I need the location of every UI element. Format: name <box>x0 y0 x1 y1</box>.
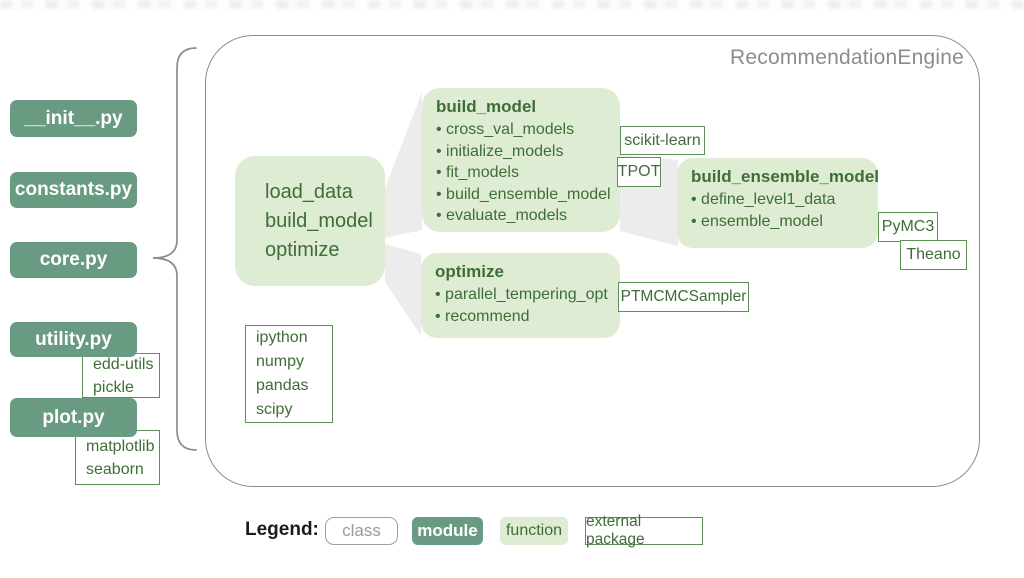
bullet-item: define_level1_data <box>691 189 878 211</box>
method-build-model: build_model <box>265 210 373 232</box>
module-utility-py: utility.py <box>10 322 137 357</box>
method-optimize: optimize <box>265 239 340 261</box>
bullet-item: build_ensemble_model <box>436 184 620 206</box>
package-group-plot: matplotlib seaborn <box>75 430 160 485</box>
beam-methods-to-optimize <box>385 244 421 336</box>
bullet-item: parallel_tempering_opt <box>435 284 620 306</box>
bullet-item: evaluate_models <box>436 205 620 227</box>
function-build-model: build_model cross_val_models initialize_… <box>422 88 620 232</box>
legend-function-swatch: function <box>500 517 568 545</box>
package-edd-utils: edd-utils <box>93 355 154 373</box>
class-methods-box: load_data build_model optimize <box>235 156 385 286</box>
method-load-data: load_data <box>265 181 353 203</box>
function-title: optimize <box>435 262 504 281</box>
function-bullet-list: define_level1_data ensemble_model <box>691 189 878 232</box>
legend-external-package-swatch: external package <box>585 513 703 548</box>
function-bullet-list: cross_val_models initialize_models fit_m… <box>436 119 620 227</box>
class-boundary <box>205 35 980 487</box>
package-scipy: scipy <box>256 401 293 418</box>
bullet-item: ensemble_model <box>691 211 878 233</box>
top-edge-artifact <box>0 0 1024 9</box>
function-title: build_model <box>436 97 537 116</box>
module-init-py: __init__.py <box>10 100 137 137</box>
function-bullet-list: parallel_tempering_opt recommend <box>435 284 620 327</box>
curly-brace <box>152 47 197 451</box>
module-constants-py: constants.py <box>10 172 137 208</box>
package-numpy: numpy <box>256 353 305 370</box>
legend-class-swatch: class <box>325 517 398 545</box>
module-core-py: core.py <box>10 242 137 278</box>
package-group-core: ipython numpy pandas scipy <box>245 325 333 423</box>
package-tpot: TPOT <box>617 157 661 187</box>
class-title: RecommendationEngine <box>730 46 964 69</box>
package-matplotlib: matplotlib <box>86 437 155 455</box>
package-scikit-learn: scikit-learn <box>620 126 705 155</box>
package-pandas: pandas <box>256 377 309 394</box>
legend-label: Legend: <box>245 519 319 540</box>
package-theano: Theano <box>900 240 967 270</box>
function-title: build_ensemble_model <box>691 167 879 186</box>
package-group-utility: edd-utils pickle <box>82 353 160 398</box>
module-plot-py: plot.py <box>10 398 137 437</box>
package-ipython: ipython <box>256 329 308 346</box>
bullet-item: initialize_models <box>436 141 620 163</box>
bullet-item: recommend <box>435 306 620 328</box>
bullet-item: fit_models <box>436 162 620 184</box>
beam-methods-to-build-model <box>385 92 422 238</box>
function-build-ensemble-model: build_ensemble_model define_level1_data … <box>677 158 879 248</box>
legend-module-swatch: module <box>412 517 483 545</box>
package-pickle: pickle <box>93 378 134 396</box>
package-seaborn: seaborn <box>86 460 144 478</box>
package-pymc3: PyMC3 <box>878 212 938 242</box>
function-optimize: optimize parallel_tempering_opt recommen… <box>421 253 620 338</box>
package-ptmcmcsampler: PTMCMCSampler <box>618 282 749 312</box>
bullet-item: cross_val_models <box>436 119 620 141</box>
